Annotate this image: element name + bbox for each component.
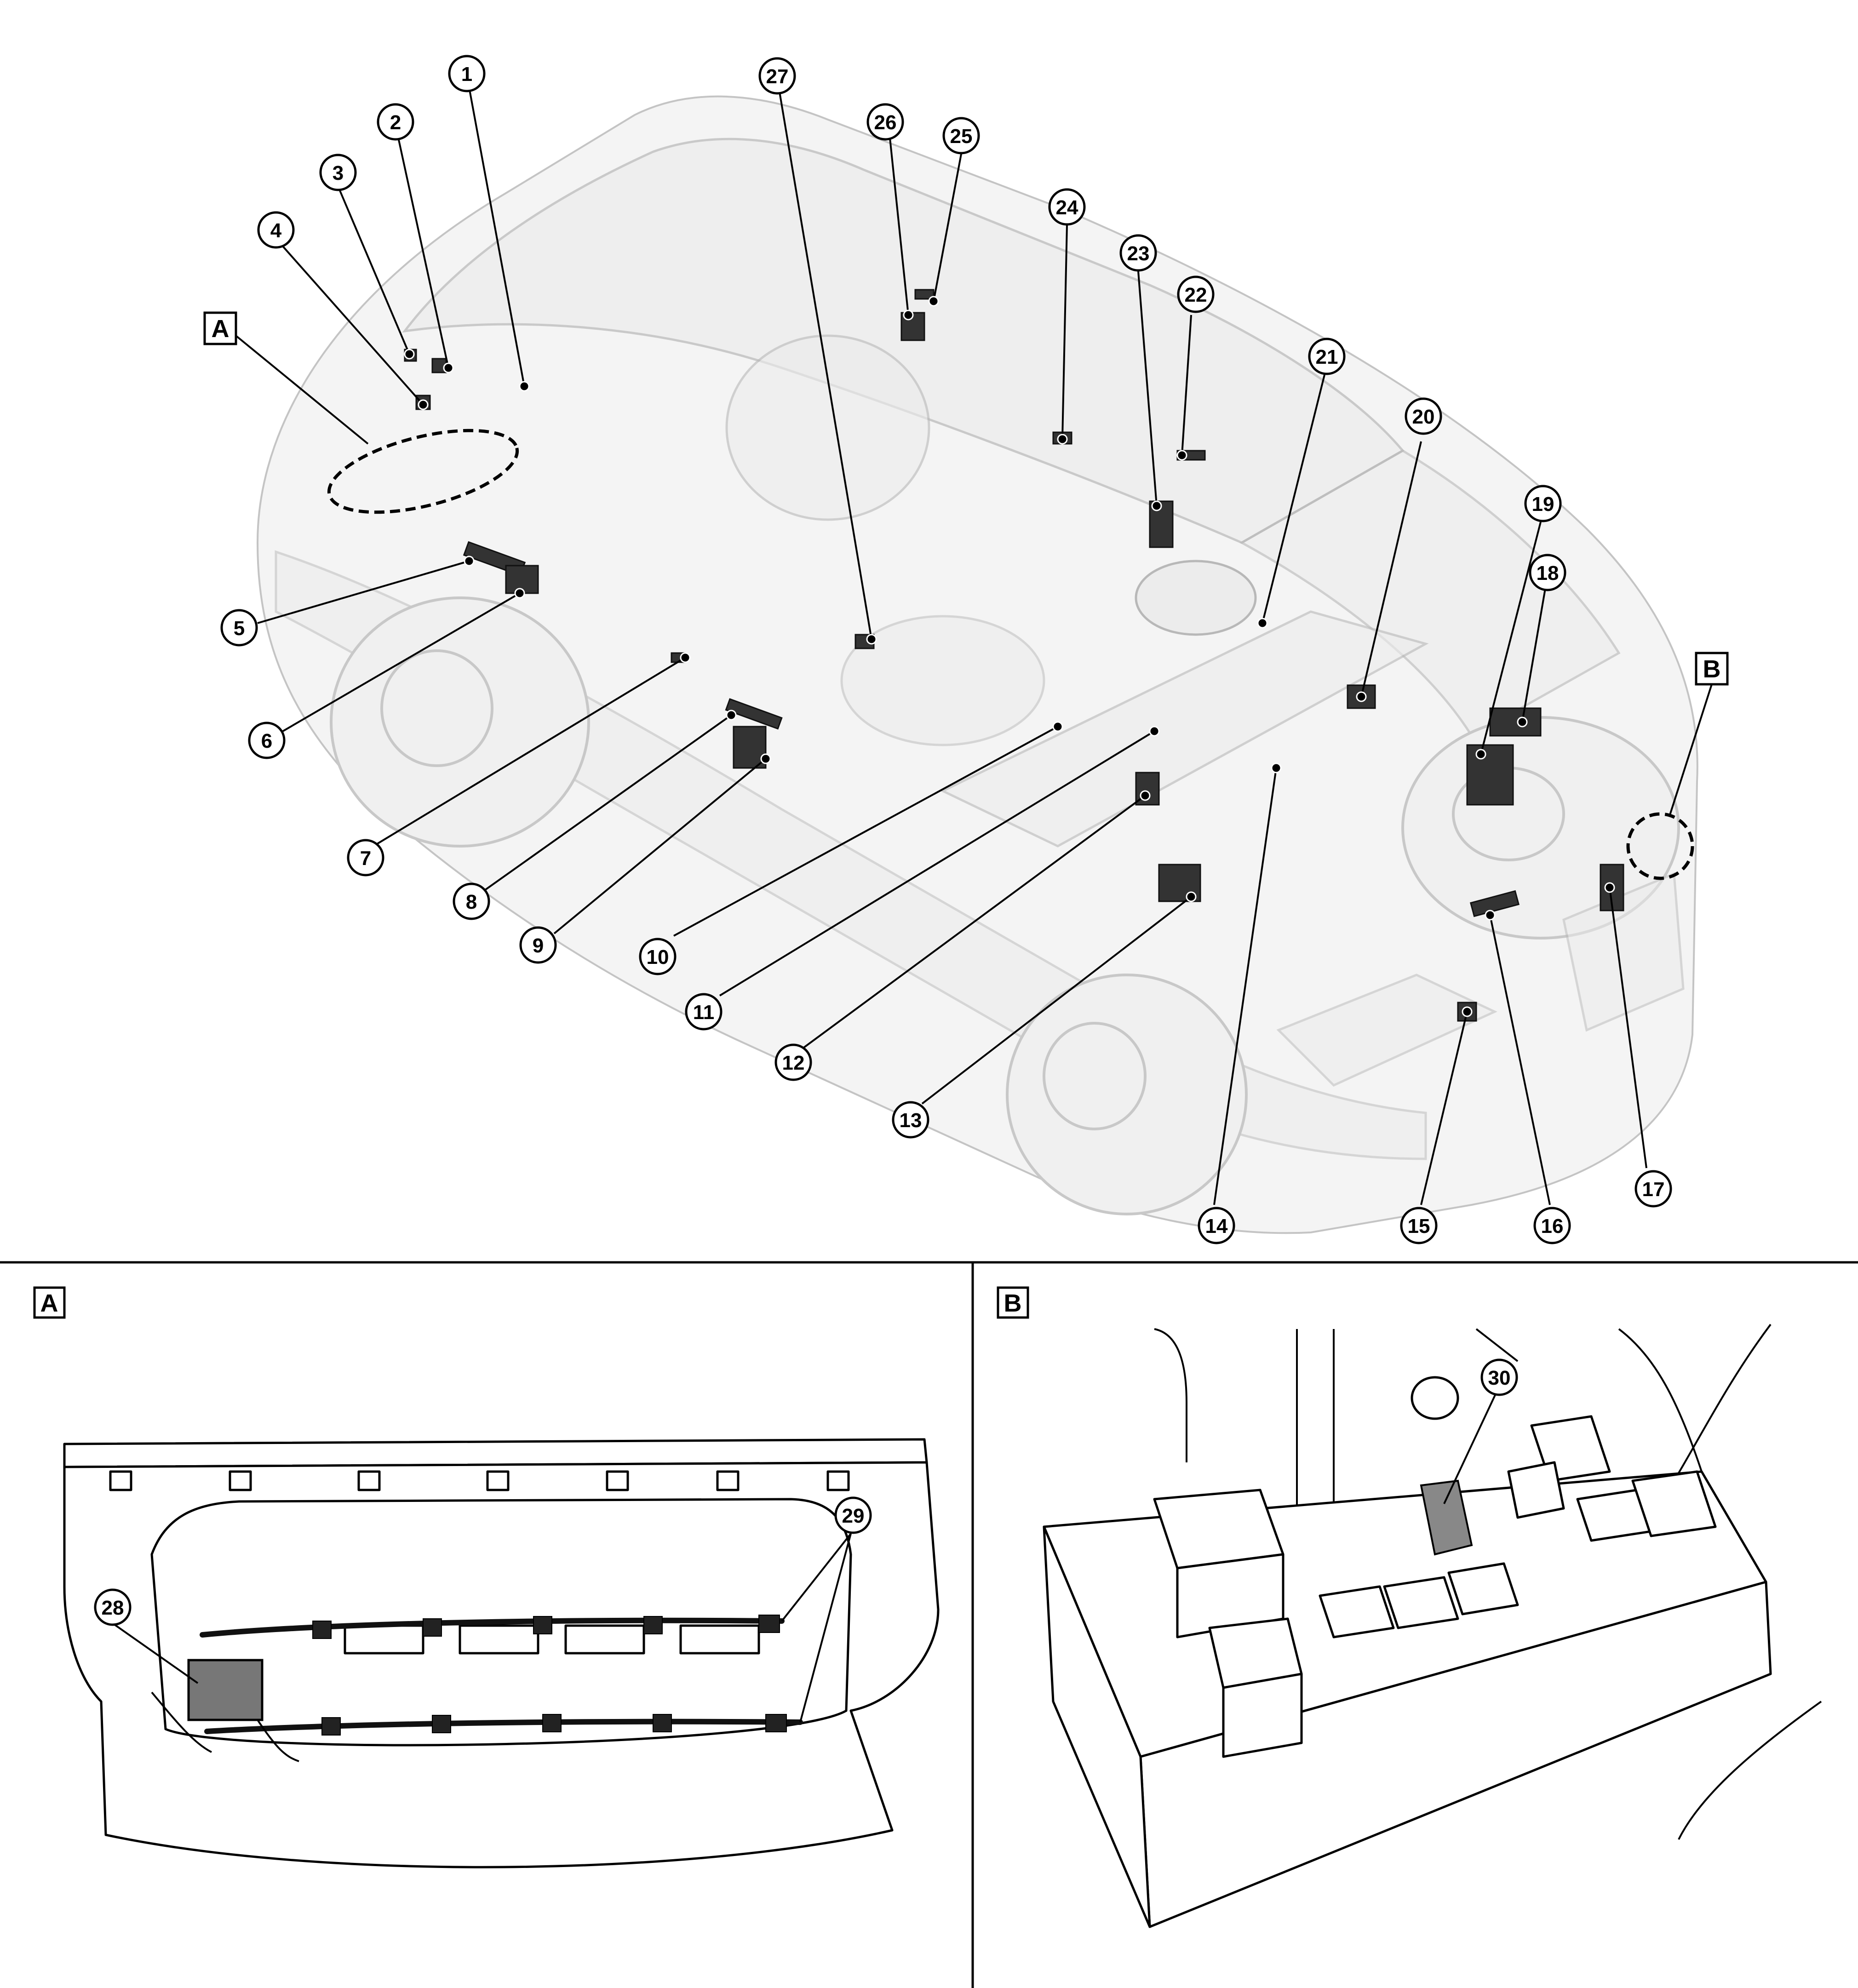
svg-text:7: 7	[360, 847, 371, 870]
callout-15: 15	[1400, 1207, 1438, 1244]
callout-9: 9	[519, 926, 557, 964]
rear-left-tire	[330, 596, 590, 848]
detail-a-label: A	[203, 311, 237, 345]
svg-text:9: 9	[533, 934, 544, 957]
callout-17: 17	[1634, 1170, 1672, 1208]
callout-19: 19	[1524, 485, 1562, 522]
svg-text:2: 2	[390, 111, 401, 134]
callout-16: 16	[1533, 1207, 1571, 1244]
vehicle-ghost-view	[256, 95, 1698, 1234]
svg-text:16: 16	[1541, 1215, 1564, 1237]
callout-27: 27	[758, 57, 796, 95]
svg-text:24: 24	[1056, 196, 1078, 219]
harness-clips	[312, 1615, 787, 1736]
callout-2: 2	[377, 103, 414, 141]
callout-29: 29	[834, 1496, 872, 1534]
svg-text:5: 5	[234, 617, 245, 640]
connector-module	[187, 1659, 264, 1721]
svg-text:17: 17	[1642, 1178, 1665, 1201]
callout-1: 1	[448, 55, 486, 92]
detail-b-panel: B 30	[997, 1286, 1822, 1928]
svg-text:18: 18	[1537, 562, 1559, 584]
callout-5: 5	[220, 609, 258, 647]
component-parts	[404, 289, 1624, 1022]
svg-text:15: 15	[1408, 1215, 1430, 1237]
svg-text:A: A	[212, 315, 229, 343]
callout-8: 8	[453, 882, 490, 920]
front-left-tire	[1006, 974, 1248, 1215]
callout-6: 6	[248, 722, 286, 759]
svg-text:1: 1	[461, 63, 472, 86]
lower-harness	[204, 1719, 803, 1734]
svg-text:11: 11	[693, 1001, 715, 1024]
callout-28: 28	[94, 1588, 132, 1626]
callout-26: 26	[866, 103, 904, 141]
callout-13: 13	[892, 1101, 929, 1139]
callout-22: 22	[1177, 275, 1215, 313]
detail-b-label: B	[1695, 652, 1729, 686]
callout-24: 24	[1048, 188, 1086, 226]
highlighted-component	[1420, 1479, 1473, 1556]
svg-text:21: 21	[1316, 346, 1338, 368]
mounting-tabs	[109, 1470, 850, 1491]
detail-b-region-marker	[1626, 812, 1694, 880]
callout-14: 14	[1198, 1207, 1235, 1244]
detail-b-title: B	[997, 1286, 1029, 1319]
detail-a-region-marker	[327, 429, 519, 514]
svg-text:13: 13	[900, 1109, 922, 1132]
svg-text:3: 3	[333, 162, 344, 184]
callout-20: 20	[1405, 397, 1442, 435]
svg-text:19: 19	[1532, 493, 1554, 516]
callout-3: 3	[319, 154, 357, 191]
callout-21: 21	[1308, 338, 1346, 375]
callout-25: 25	[942, 117, 980, 155]
svg-text:4: 4	[270, 219, 282, 242]
leader-lines	[257, 87, 1647, 1205]
svg-text:14: 14	[1205, 1215, 1228, 1237]
svg-text:30: 30	[1488, 1367, 1511, 1389]
detail-a-panel: A	[33, 1286, 940, 1868]
svg-text:A: A	[40, 1289, 58, 1317]
svg-text:B: B	[1004, 1289, 1022, 1317]
callout-30: 30	[1480, 1358, 1518, 1396]
upper-harness	[200, 1617, 785, 1638]
callout-23: 23	[1119, 234, 1157, 272]
callout-18: 18	[1529, 554, 1566, 591]
svg-text:26: 26	[874, 111, 897, 134]
callout-11: 11	[685, 993, 723, 1031]
svg-text:8: 8	[466, 891, 477, 913]
svg-text:25: 25	[950, 125, 973, 148]
svg-text:6: 6	[261, 730, 272, 752]
svg-text:28: 28	[102, 1597, 124, 1619]
svg-text:10: 10	[647, 946, 669, 968]
callout-10: 10	[639, 938, 677, 975]
svg-text:23: 23	[1127, 242, 1150, 265]
callout-7: 7	[347, 839, 384, 877]
svg-text:B: B	[1703, 655, 1721, 683]
svg-text:22: 22	[1185, 284, 1207, 306]
svg-text:29: 29	[842, 1505, 865, 1527]
svg-text:20: 20	[1412, 406, 1435, 428]
svg-text:27: 27	[766, 65, 789, 88]
callout-12: 12	[774, 1043, 812, 1081]
svg-text:12: 12	[782, 1052, 805, 1074]
relay-blocks	[1153, 1415, 1717, 1758]
detail-a-title: A	[33, 1286, 66, 1319]
callout-4: 4	[257, 211, 295, 249]
